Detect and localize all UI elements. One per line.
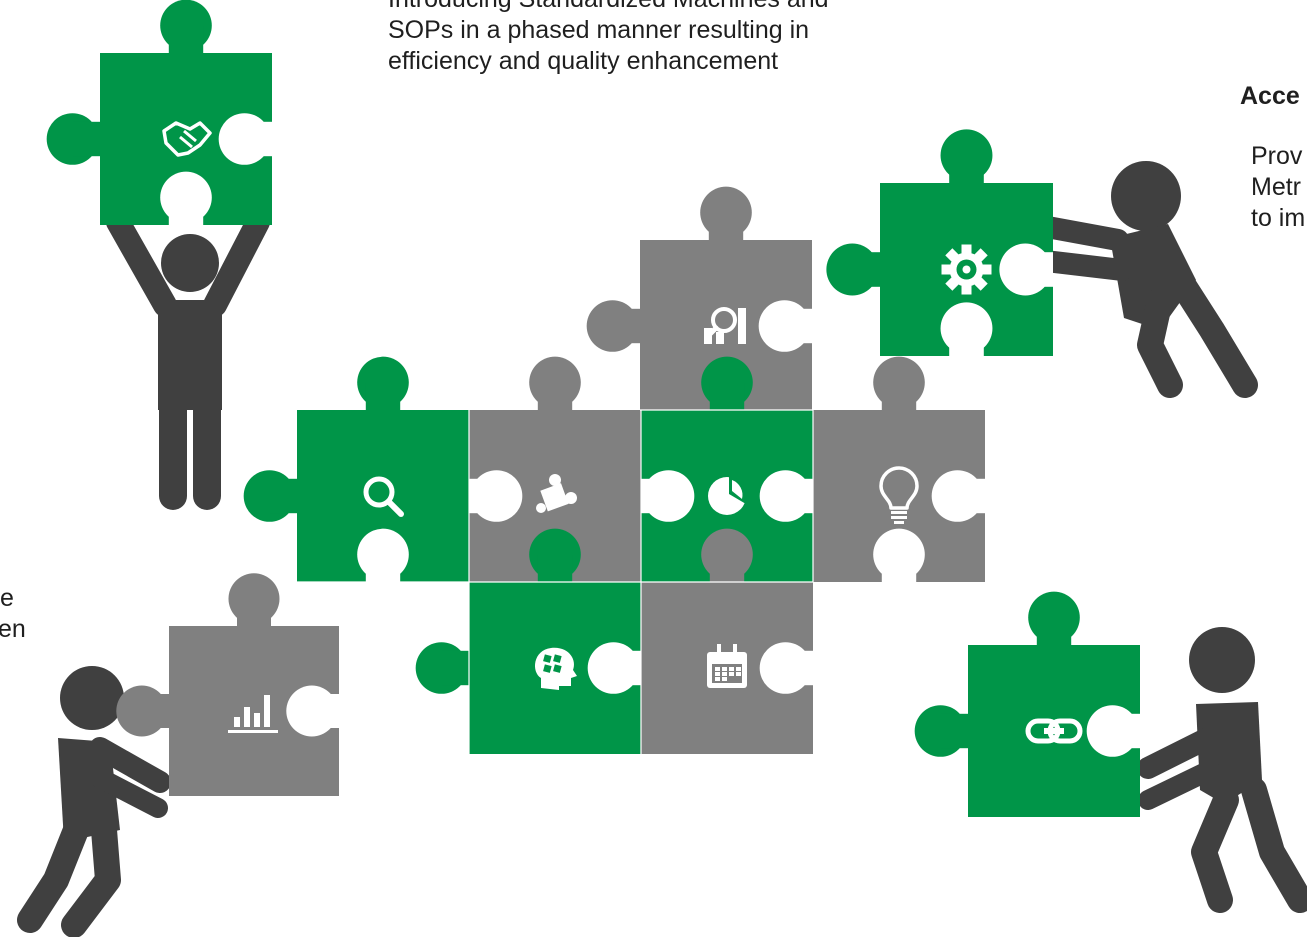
left-line: en xyxy=(0,615,26,643)
piece-brain xyxy=(415,528,641,754)
intro-line: Introducing Standardized Machines and xyxy=(388,0,829,15)
right-line: Metr xyxy=(1251,173,1301,201)
person-pushing-figure xyxy=(1009,161,1258,398)
right-heading: Acce xyxy=(1240,82,1300,110)
intro-line: efficiency and quality enhancement xyxy=(388,47,779,75)
intro-line: SOPs in a phased manner resulting in xyxy=(388,16,810,44)
person-carrying-figure xyxy=(17,666,171,937)
piece-link xyxy=(914,591,1140,817)
left-line: e xyxy=(0,584,14,612)
gear-icon xyxy=(941,244,992,295)
piece-handshake xyxy=(46,0,272,225)
right-text: Prov Metr to im xyxy=(1251,141,1305,234)
pie-chart-icon xyxy=(708,476,748,515)
left-text: e en xyxy=(0,583,26,645)
piece-analytics xyxy=(586,186,812,412)
piece-bar-chart xyxy=(116,573,339,796)
link-icon xyxy=(1025,718,1083,744)
piece-idea xyxy=(813,356,985,582)
brain-icon xyxy=(535,647,577,690)
handshake-icon xyxy=(162,121,212,157)
bar-chart-icon xyxy=(228,695,278,733)
calendar-icon xyxy=(707,644,747,688)
lightbulb-icon xyxy=(879,466,919,524)
person-lifting-figure xyxy=(106,210,270,510)
search-icon xyxy=(363,476,404,517)
piece-search xyxy=(243,356,469,582)
person-pushing-link-figure xyxy=(1137,627,1307,913)
search-chart-icon xyxy=(704,307,746,344)
right-line: to im xyxy=(1251,204,1306,232)
puzzle-icon xyxy=(536,474,577,513)
intro-text: Introducing Standardized Machines and SO… xyxy=(388,0,829,77)
piece-gear xyxy=(826,129,1053,356)
right-line: Prov xyxy=(1251,142,1303,170)
